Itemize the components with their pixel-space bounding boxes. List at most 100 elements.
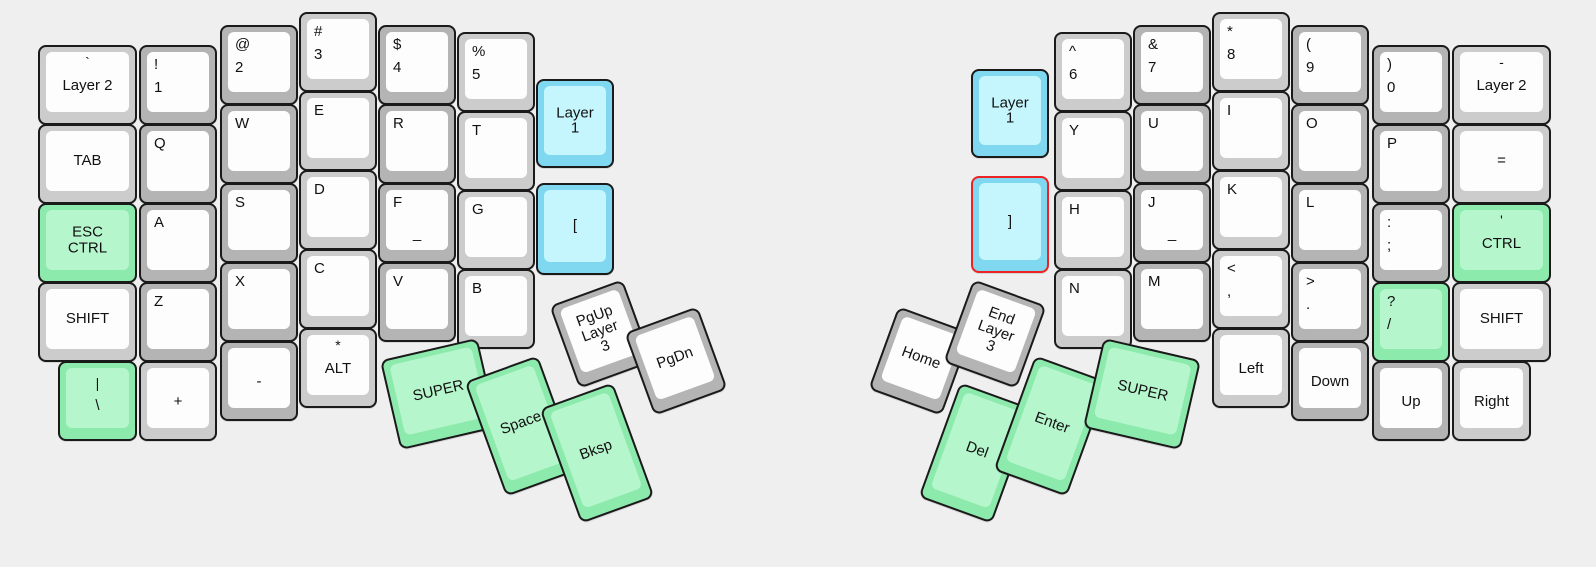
key-L-c1-r1[interactable]: `Layer 2 [38, 45, 137, 125]
key-legend: = [1497, 152, 1506, 170]
key-legend: [ [572, 217, 578, 235]
key-R-thumb-super[interactable]: SUPER [1082, 337, 1202, 451]
key-legend: CTRL [1481, 235, 1522, 253]
key-R-c3-r5[interactable]: Down [1291, 341, 1369, 421]
key-R-c5-r4[interactable]: M [1133, 262, 1211, 342]
key-R-c4-r5[interactable]: Left [1212, 328, 1290, 408]
key-legend: Layer 2 [1476, 77, 1527, 95]
key-L-c5-r4[interactable]: V [378, 262, 456, 342]
key-legend: - [1499, 54, 1504, 70]
key-L-c3-r1[interactable]: @2 [220, 25, 298, 105]
key-L-c2-r4[interactable]: Z [139, 282, 217, 362]
keycap-surface: ^6 [1062, 39, 1124, 99]
key-L-c6-r2[interactable]: T [457, 111, 535, 191]
key-legend: - [256, 373, 262, 391]
key-L-c1-r2[interactable]: TAB [38, 124, 137, 204]
keycap-surface: %5 [465, 39, 527, 99]
key-L-c5-r3[interactable]: F_ [378, 183, 456, 263]
key-L-c4-r1[interactable]: #3 [299, 12, 377, 92]
key-R-c1-r5[interactable]: Right [1452, 361, 1531, 441]
key-legend: + [173, 393, 183, 411]
key-legend: F [393, 194, 403, 211]
keycap-surface: V [386, 269, 448, 329]
key-R-c4-r4[interactable]: <, [1212, 249, 1290, 329]
key-R-c7-r2[interactable]: ] [971, 176, 1049, 273]
keycap-surface: *8 [1220, 19, 1282, 79]
key-L-c3-r3[interactable]: S [220, 183, 298, 263]
key-legend: N [1069, 280, 1080, 297]
key-L-c7-r2[interactable]: [ [536, 183, 614, 275]
key-L-c5-r1[interactable]: $4 [378, 25, 456, 105]
key-legend: Del [963, 437, 991, 462]
key-L-c6-r1[interactable]: %5 [457, 32, 535, 112]
key-legend: Z [154, 293, 164, 310]
key-legend: A [154, 214, 165, 231]
key-L-c4-r5[interactable]: *ALT [299, 328, 377, 408]
key-L-c7-r1[interactable]: Layer 1 [536, 79, 614, 168]
key-legend: X [235, 273, 246, 290]
key-R-c3-r4[interactable]: >. [1291, 262, 1369, 342]
key-legend: D [314, 181, 325, 198]
key-L-c3-r5[interactable]: - [220, 341, 298, 421]
key-legend: PgDn [654, 343, 696, 373]
key-legend: 7 [1148, 59, 1157, 76]
key-L-c1-r3[interactable]: ESC CTRL [38, 203, 137, 283]
key-L-c5-r2[interactable]: R [378, 104, 456, 184]
key-L-thumb-pgdn[interactable]: PgDn [624, 306, 728, 416]
key-legend: P [1387, 135, 1398, 152]
key-R-c2-r5[interactable]: Up [1372, 361, 1450, 441]
key-L-c2-r5[interactable]: + [139, 361, 217, 441]
key-R-c3-r2[interactable]: O [1291, 104, 1369, 184]
key-R-c5-r1[interactable]: &7 [1133, 25, 1211, 105]
key-L-c2-r1[interactable]: !1 [139, 45, 217, 125]
key-L-c3-r4[interactable]: X [220, 262, 298, 342]
key-legend: ALT [324, 360, 352, 378]
key-L-thumb-bksp[interactable]: Bksp [539, 382, 655, 524]
key-legend: End Layer 3 [975, 303, 1017, 356]
key-R-c3-r3[interactable]: L [1291, 183, 1369, 263]
key-R-c2-r4[interactable]: ?/ [1372, 282, 1450, 362]
keycap-surface: SHIFT [46, 289, 129, 349]
key-R-c1-r3[interactable]: ' CTRL [1452, 203, 1551, 283]
key-legend: > [1306, 273, 1315, 290]
key-L-c4-r4[interactable]: C [299, 249, 377, 329]
key-R-c4-r2[interactable]: I [1212, 91, 1290, 171]
key-legend: 4 [393, 59, 402, 76]
key-R-c5-r3[interactable]: J_ [1133, 183, 1211, 263]
key-R-c6-r2[interactable]: Y [1054, 111, 1132, 191]
key-R-c6-r1[interactable]: ^6 [1054, 32, 1132, 112]
key-L-c1-r4[interactable]: SHIFT [38, 282, 137, 362]
key-legend: % [472, 43, 486, 60]
key-legend: Space [497, 407, 544, 439]
key-R-c2-r2[interactable]: P [1372, 124, 1450, 204]
key-R-c1-r1[interactable]: - Layer 2 [1452, 45, 1551, 125]
key-L-c4-r3[interactable]: D [299, 170, 377, 250]
key-legend: K [1227, 181, 1238, 198]
keycap-surface: $4 [386, 32, 448, 92]
key-R-c1-r2[interactable]: = [1452, 124, 1551, 204]
key-R-c4-r1[interactable]: *8 [1212, 12, 1290, 92]
key-R-c1-r4[interactable]: SHIFT [1452, 282, 1551, 362]
key-L-c4-r2[interactable]: E [299, 91, 377, 171]
key-L-c3-r2[interactable]: W [220, 104, 298, 184]
key-R-c5-r2[interactable]: U [1133, 104, 1211, 184]
key-R-c2-r1[interactable]: )0 [1372, 45, 1450, 125]
key-R-c6-r4[interactable]: N [1054, 269, 1132, 349]
key-legend: | [95, 375, 100, 391]
key-L-c2-r2[interactable]: Q [139, 124, 217, 204]
key-R-c6-r3[interactable]: H [1054, 190, 1132, 270]
key-L-c6-r3[interactable]: G [457, 190, 535, 270]
key-L-c2-r3[interactable]: A [139, 203, 217, 283]
key-R-c4-r3[interactable]: K [1212, 170, 1290, 250]
key-R-c3-r1[interactable]: (9 [1291, 25, 1369, 105]
key-L-c1-r5[interactable]: |\ [58, 361, 137, 441]
key-R-c2-r3[interactable]: :; [1372, 203, 1450, 283]
key-legend: ' [1500, 212, 1503, 228]
key-legend: * [1227, 23, 1233, 40]
keycap-surface: - Layer 2 [1460, 52, 1543, 112]
key-legend: ? [1387, 293, 1396, 310]
key-L-c6-r4[interactable]: B [457, 269, 535, 349]
key-legend: 3 [314, 46, 323, 63]
key-R-c7-r1[interactable]: Layer 1 [971, 69, 1049, 158]
